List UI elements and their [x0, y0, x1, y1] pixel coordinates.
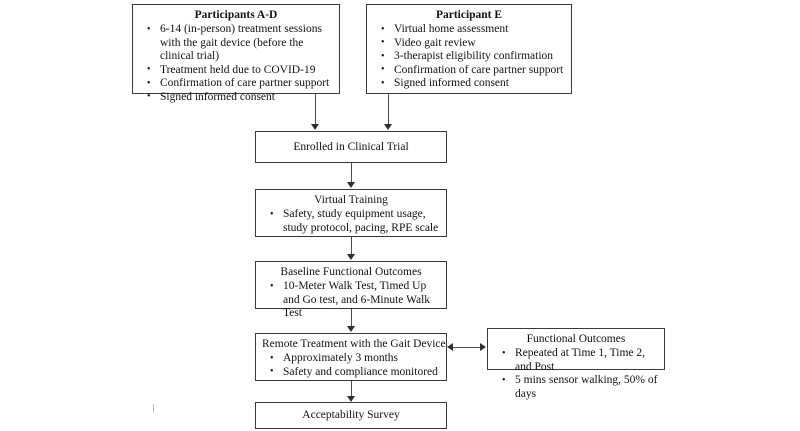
node-enrolled-in-clinical-trial: Enrolled in Clinical Trial	[255, 131, 447, 163]
edge-enrolled-to-virtual-training-line	[351, 163, 352, 184]
node-title-participants-a-d: Participants A-D	[194, 9, 278, 21]
edge-enrolled-to-virtual-training-arrowhead	[347, 182, 355, 188]
node-title-acceptability-survey: Acceptability Survey	[302, 409, 400, 421]
node-remote-treatment: Remote Treatment with the Gait Device Ap…	[255, 333, 447, 381]
edge-remote-treatment-to-functional-outcomes-arrowhead-left	[447, 343, 453, 351]
node-bullets-participant-e: Virtual home assessment Video gait revie…	[373, 23, 565, 91]
list-item: 3-therapist eligibility confirmation	[379, 50, 565, 64]
list-item: Approximately 3 months	[268, 352, 440, 366]
node-title-baseline-functional-outcomes: Baseline Functional Outcomes	[280, 266, 422, 278]
edge-remote-treatment-to-acceptability-line	[351, 381, 352, 398]
list-item: Repeated at Time 1, Time 2, and Post	[500, 346, 658, 374]
node-title-remote-treatment: Remote Treatment with the Gait Device	[262, 338, 446, 350]
edge-e-to-enrolled-arrowhead	[384, 124, 392, 130]
edge-virtual-training-to-baseline-line	[351, 237, 352, 256]
edge-e-to-enrolled-line	[388, 94, 389, 126]
node-participants-a-d: Participants A-D 6-14 (in-person) treatm…	[132, 4, 340, 104]
list-item: 6-14 (in-person) treatment sessions with…	[145, 23, 333, 64]
node-bullets-functional-outcomes: Repeated at Time 1, Time 2, and Post 5 m…	[494, 346, 658, 401]
edge-remote-treatment-to-functional-outcomes-arrowhead-right	[480, 343, 486, 351]
node-title-functional-outcomes: Functional Outcomes	[526, 333, 626, 345]
edge-baseline-to-remote-treatment-arrowhead	[347, 326, 355, 332]
edge-baseline-to-remote-treatment-line	[351, 309, 352, 328]
node-bullets-participants-a-d: 6-14 (in-person) treatment sessions with…	[139, 23, 333, 105]
list-item: 10-Meter Walk Test, Timed Up and Go test…	[268, 280, 440, 321]
node-baseline-functional-outcomes: Baseline Functional Outcomes 10-Meter Wa…	[255, 261, 447, 319]
list-item: Signed informed consent	[379, 77, 565, 91]
node-title-participant-e: Participant E	[435, 9, 503, 21]
list-item: Virtual home assessment	[379, 23, 565, 37]
node-virtual-training: Virtual Training Safety, study equipment…	[255, 189, 447, 237]
node-acceptability-survey: Acceptability Survey	[255, 402, 447, 429]
node-bullets-remote-treatment: Approximately 3 months Safety and compli…	[262, 352, 440, 379]
list-item: Video gait review	[379, 36, 565, 51]
node-title-virtual-training: Virtual Training	[314, 194, 388, 206]
list-item: Confirmation of care partner support	[145, 77, 333, 91]
list-item: Signed informed consent	[145, 90, 333, 105]
edge-remote-treatment-to-functional-outcomes-line	[452, 347, 482, 348]
node-bullets-baseline-functional-outcomes: 10-Meter Walk Test, Timed Up and Go test…	[262, 280, 440, 321]
edge-a-d-to-enrolled-arrowhead	[311, 124, 319, 130]
list-item: Safety and compliance monitored	[268, 365, 440, 380]
list-item: Confirmation of care partner support	[379, 63, 565, 78]
edge-remote-treatment-to-acceptability-arrowhead	[347, 396, 355, 402]
scan-artifact-mark	[153, 404, 154, 413]
node-participant-e: Participant E Virtual home assessment Vi…	[366, 4, 572, 94]
list-item: Treatment held due to COVID-19	[145, 63, 333, 78]
node-functional-outcomes: Functional Outcomes Repeated at Time 1, …	[487, 328, 665, 400]
node-title-enrolled-in-clinical-trial: Enrolled in Clinical Trial	[293, 140, 409, 153]
edge-virtual-training-to-baseline-arrowhead	[347, 254, 355, 260]
edge-a-d-to-enrolled-line	[315, 94, 316, 126]
node-bullets-virtual-training: Safety, study equipment usage, study pro…	[262, 207, 440, 235]
list-item: 5 mins sensor walking, 50% of days	[500, 374, 658, 401]
list-item: Safety, study equipment usage, study pro…	[268, 207, 440, 235]
